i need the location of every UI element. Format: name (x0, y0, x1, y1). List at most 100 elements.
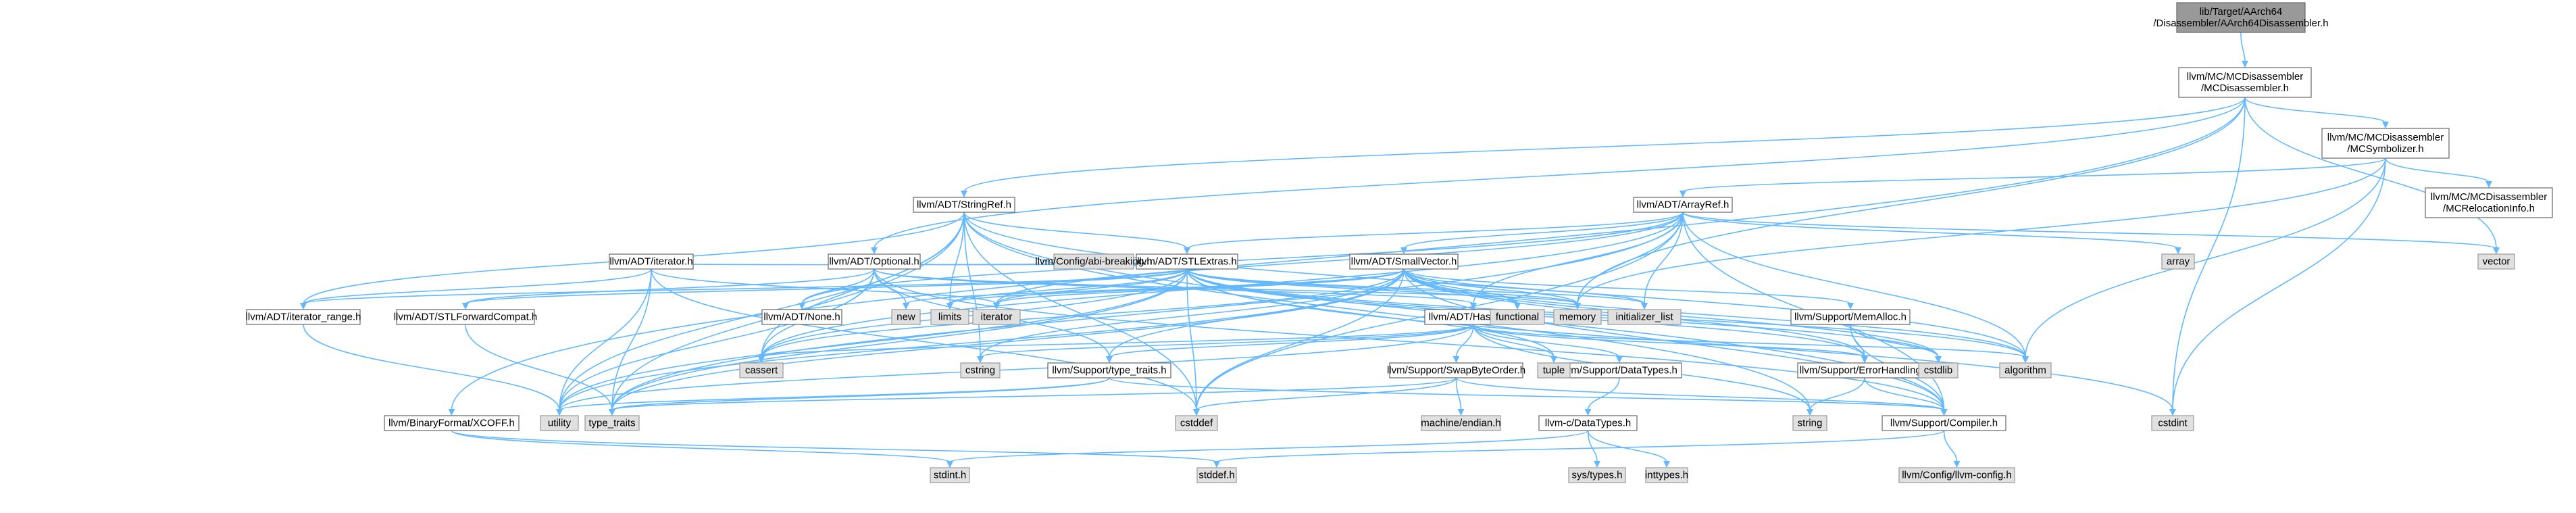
edge-smallvec-to-typetraitsstd (611, 268, 1405, 411)
node-box-algorithm (1999, 362, 2052, 378)
node-label-stddefh: stddef.h (1198, 470, 1234, 481)
node-errhandling[interactable]: llvm/Support/ErrorHandling.h (1797, 362, 1932, 378)
edge-smallvec-to-memory (1403, 268, 1578, 305)
node-label-llvmconfig: llvm/Config/llvm-config.h (1902, 470, 2012, 481)
edge-stlextras-to-iteratorstd (996, 268, 1188, 305)
node-box-cstdlib (1918, 362, 1959, 378)
edge-iterator-to-utility (559, 268, 652, 411)
node-abibreak: llvm/Config/abi-breaking.h (1035, 253, 1153, 270)
edge-optional-to-none (801, 268, 875, 305)
node-itrange[interactable]: llvm/ADT/iterator_range.h (246, 309, 361, 325)
node-label-inttypes: inttypes.h (1645, 470, 1688, 481)
node-box-typetraitsstd (584, 415, 640, 431)
node-new: new (891, 309, 921, 325)
node-box-strref (913, 197, 1015, 213)
node-label-datatypes: llvm/Support/DataTypes.h (1561, 365, 1677, 376)
arrowhead-optional-to-none (799, 303, 805, 310)
edge-root-to-mcdis (2240, 32, 2246, 63)
edge-stlextras-to-typetraitsstd (611, 268, 1188, 411)
arrowhead-mcdis-to-optional (871, 247, 878, 254)
node-box-llvmconfig (1898, 467, 2015, 483)
node-box-systypes (1568, 467, 1626, 483)
node-label-limits: limits (938, 312, 961, 323)
arrowhead-datatypes-to-cdatatypes (1584, 409, 1592, 416)
edge-mcsym-to-algorithm (2025, 157, 2386, 358)
edge-arrayref-to-algorithm (1682, 212, 2026, 358)
arrowhead-mcsym-to-arrayref (1680, 191, 1686, 197)
edge-arrayref-to-type_traits (611, 212, 1684, 411)
node-inttypes: inttypes.h (1645, 467, 1688, 483)
arrowhead-errhandling-to-string (1807, 409, 1813, 416)
node-mcrel[interactable]: llvm/MC/MCDisassembler/MCRelocationInfo.… (2425, 187, 2553, 218)
node-typetraits[interactable]: llvm/Support/type_traits.h (1047, 362, 1171, 378)
node-optional[interactable]: llvm/ADT/Optional.h (828, 253, 921, 270)
node-box-abibreak (1053, 253, 1134, 270)
edge-memalloc-to-errhandling (1850, 324, 1865, 358)
node-box-iteratorstd (972, 309, 1021, 325)
node-compiler[interactable]: llvm/Support/Compiler.h (1882, 415, 2006, 431)
arrowhead-arrayref-to-smallvec (1400, 247, 1407, 254)
edge-smallvec-to-functional (1403, 268, 1518, 305)
edge-layer (300, 32, 2500, 468)
arrowhead-stlextras-to-cstdint (2169, 409, 2176, 416)
arrowhead-swapbyte-to-typetraitsstd (609, 409, 615, 416)
arrowhead-smallvec-to-memalloc (1847, 303, 1854, 310)
node-label-algorithm: algorithm (2004, 365, 2046, 376)
node-label-functional: functional (1496, 312, 1539, 323)
edge-strref-to-stlextras (963, 212, 1188, 249)
node-arrayref[interactable]: llvm/ADT/ArrayRef.h (1633, 197, 1733, 213)
node-initlist: initializer_list (1607, 309, 1682, 325)
node-strref[interactable]: llvm/ADT/StringRef.h (913, 197, 1015, 213)
node-stlfwd[interactable]: llvm/ADT/STLForwardCompat.h (394, 309, 538, 325)
edge-optional-to-utility (559, 268, 875, 411)
node-label-xcoff: llvm/BinaryFormat/XCOFF.h (388, 418, 515, 429)
node-box-cstddef (1175, 415, 1218, 431)
node-stlextras[interactable]: llvm/ADT/STLExtras.h (1136, 253, 1238, 270)
edge-iterator-to-cstddef (651, 268, 1197, 411)
edge-stlextras-to-initlist (1186, 268, 1645, 305)
node-mcdis[interactable]: llvm/MC/MCDisassembler/MCDisassembler.h (2178, 67, 2312, 98)
arrowhead-cdatatypes-to-inttypes (1663, 461, 1670, 468)
edge-hashing-to-algorithm (1473, 324, 2026, 358)
edge-errhandling-to-compiler (1864, 377, 1945, 411)
edge-swapbyte-to-machendian (1455, 377, 1462, 411)
node-box-stddefh (1196, 467, 1237, 483)
node-label-stdinth: stdint.h (934, 470, 966, 481)
node-algorithm: algorithm (1999, 362, 2052, 378)
node-label-memory: memory (1559, 312, 1596, 323)
node-xcoff[interactable]: llvm/BinaryFormat/XCOFF.h (384, 415, 520, 431)
node-box-initlist (1607, 309, 1682, 325)
edge-itrange-to-utility (303, 324, 560, 411)
edge-arrayref-to-memory (1577, 212, 1684, 305)
node-iterator[interactable]: llvm/ADT/iterator.h (609, 253, 694, 270)
arrowhead-iterator-to-itrange (300, 303, 307, 310)
node-box-smallvec (1349, 253, 1459, 270)
node-box-tuple (1537, 362, 1571, 378)
node-smallvec[interactable]: llvm/ADT/SmallVector.h (1349, 253, 1459, 270)
arrowhead-hashing-to-tuple (1550, 356, 1557, 363)
node-label-memalloc: llvm/Support/MemAlloc.h (1794, 312, 1906, 323)
arrowhead-strref-to-stlextras (1184, 247, 1190, 254)
edge-cdatatypes-to-inttypes (1587, 430, 1667, 463)
node-none[interactable]: llvm/ADT/None.h (761, 309, 842, 325)
node-datatypes[interactable]: llvm/Support/DataTypes.h (1557, 362, 1682, 378)
node-label-iterator: llvm/ADT/iterator.h (609, 256, 692, 268)
edge-arrayref-to-smallvec (1403, 212, 1684, 249)
node-label-root: /Disassembler/AArch64Disassembler.h (2153, 18, 2328, 29)
node-memalloc[interactable]: llvm/Support/MemAlloc.h (1790, 309, 1911, 325)
node-label-typetraits: llvm/Support/type_traits.h (1052, 365, 1166, 376)
node-mcsym[interactable]: llvm/MC/MCDisassembler/MCSymbolizer.h (2321, 128, 2450, 159)
node-box-stdinth (930, 467, 970, 483)
edge-stlfwd-to-typetraitsstd (465, 324, 613, 411)
edge-hashing-to-cstring (980, 324, 1474, 358)
arrowhead-mcdis-to-mcsym (2382, 122, 2389, 128)
node-label-optional: llvm/ADT/Optional.h (829, 256, 919, 268)
node-swapbyte[interactable]: llvm/Support/SwapByteOrder.h (1387, 362, 1525, 378)
node-label-mcrel: llvm/MC/MCDisassembler (2431, 191, 2548, 203)
node-label-new: new (896, 312, 915, 323)
node-cstring: cstring (960, 362, 1001, 378)
edge-optional-to-memory (874, 268, 1578, 305)
edge-swapbyte-to-compiler (1455, 377, 1945, 411)
node-label-arrayref: llvm/ADT/ArrayRef.h (1637, 199, 1729, 211)
node-cdatatypes[interactable]: llvm-c/DataTypes.h (1538, 415, 1638, 431)
